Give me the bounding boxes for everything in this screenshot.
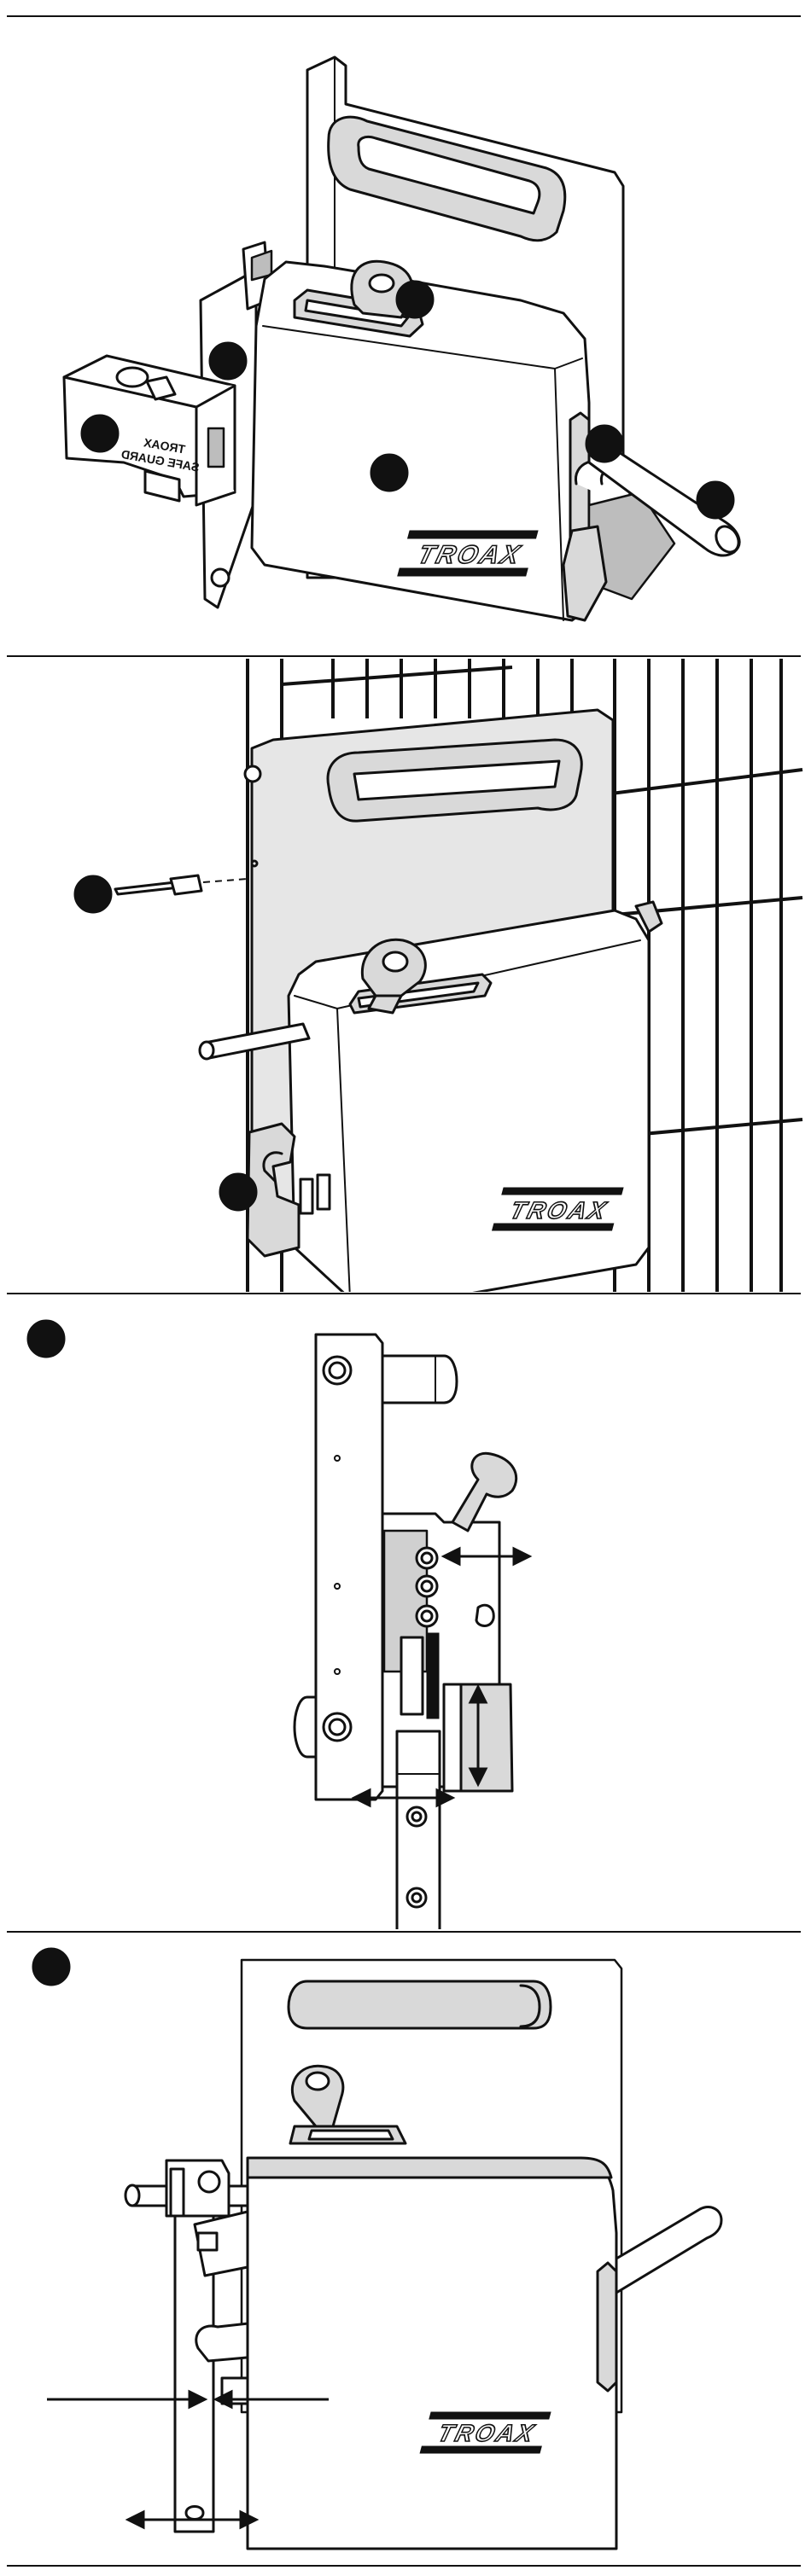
side-adjustment-illustration	[0, 1296, 811, 1929]
divider-3	[7, 1931, 801, 1933]
step-marker	[32, 1948, 70, 1986]
troax-logo: TROAX	[493, 1188, 623, 1230]
panel-side-adjustment	[0, 1296, 811, 1929]
troax-logo: TROAX	[420, 2412, 551, 2453]
panel-mounted: TROAX	[0, 659, 811, 1292]
svg-text:TROAX: TROAX	[507, 1197, 610, 1224]
front-adjustment-illustration: TROAX	[0, 1934, 811, 2564]
lock-knob-side	[452, 1453, 516, 1531]
panel-overview: TROAX SAFE GUARD TROAX	[0, 19, 811, 654]
side-handle-bar	[616, 2207, 721, 2293]
svg-text:TROAX: TROAX	[415, 540, 525, 568]
step-marker	[27, 1320, 65, 1358]
callout-marker-2	[209, 342, 247, 380]
mounted-illustration: TROAX	[0, 659, 811, 1292]
callout-marker-5	[586, 425, 623, 462]
plate-handle	[289, 1981, 551, 2028]
callout-marker-rivet	[74, 875, 112, 913]
callout-marker-3	[81, 415, 119, 452]
callout-marker-1	[396, 281, 434, 318]
callout-marker-4	[370, 454, 408, 491]
panel-front-adjustment: TROAX	[0, 1934, 811, 2564]
callout-marker-6	[697, 481, 734, 519]
divider-bottom	[7, 2565, 801, 2567]
svg-text:TROAX: TROAX	[435, 2420, 539, 2446]
callout-marker-latch	[219, 1173, 257, 1211]
overview-illustration: TROAX SAFE GUARD TROAX	[0, 19, 811, 654]
divider-1	[7, 655, 801, 657]
divider-top	[7, 15, 801, 17]
blind-rivet	[115, 875, 248, 894]
lock-body: TROAX	[248, 2066, 616, 2549]
troax-logo: TROAX	[398, 531, 538, 576]
divider-2	[7, 1293, 801, 1294]
